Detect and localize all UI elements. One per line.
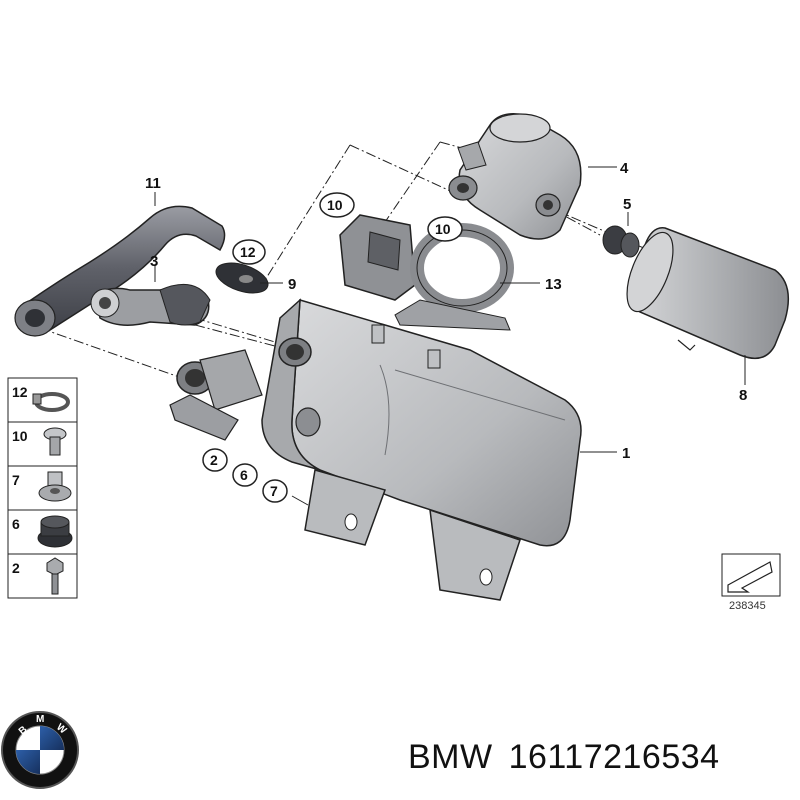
circled-callouts — [202, 192, 463, 503]
callout-3: 3 — [150, 253, 158, 270]
legend-label-12: 12 — [12, 384, 28, 400]
part-caption: BMW 16117216534 — [408, 738, 798, 788]
valve — [448, 113, 582, 240]
callout-12: 12 — [240, 244, 256, 260]
callout-11: 11 — [145, 175, 161, 192]
callout-9: 9 — [288, 276, 296, 293]
part-number: 16117216534 — [508, 738, 720, 776]
grommet-icon — [37, 515, 73, 548]
legend-label-2: 2 — [12, 560, 20, 576]
legend-label-7: 7 — [12, 472, 20, 488]
circled-callout-labels: 12 10 10 2 6 7 — [210, 197, 451, 499]
legend-label-6: 6 — [12, 516, 20, 532]
legend-label-10: 10 — [12, 428, 28, 444]
connector-3 — [90, 283, 211, 326]
small-parts-legend: 12 10 7 6 2 — [7, 377, 78, 599]
filter-cylinder — [626, 227, 790, 360]
bracket-10 — [339, 214, 416, 301]
callout-5: 5 — [623, 196, 631, 213]
hex-bolt-icon — [46, 557, 64, 595]
rubber-bushing-icon — [38, 471, 72, 502]
callout-7: 7 — [270, 483, 278, 499]
callout-13: 13 — [545, 276, 562, 293]
callout-8: 8 — [739, 387, 747, 404]
callout-10-clamp: 10 — [435, 221, 451, 237]
hose-11 — [14, 205, 226, 337]
grommet-5 — [602, 225, 640, 258]
callout-leaders — [154, 166, 746, 506]
brand-name: BMW — [408, 738, 493, 776]
bmw-logo: B M W — [1, 711, 79, 789]
hose-clamp-icon — [32, 392, 70, 412]
collar-screw-icon — [43, 427, 67, 456]
diagram-id-stamp: 238345 — [721, 553, 781, 612]
svg-text:M: M — [36, 714, 44, 725]
callout-6: 6 — [240, 467, 248, 483]
diagram-number: 238345 — [729, 600, 766, 612]
gasket-9 — [215, 262, 269, 294]
callout-labels: 11 3 4 5 9 13 1 8 — [145, 160, 747, 462]
callout-1: 1 — [622, 445, 630, 462]
callout-10-bracket: 10 — [327, 197, 343, 213]
canister — [169, 298, 582, 601]
callout-4: 4 — [620, 160, 629, 177]
callout-2: 2 — [210, 452, 218, 468]
